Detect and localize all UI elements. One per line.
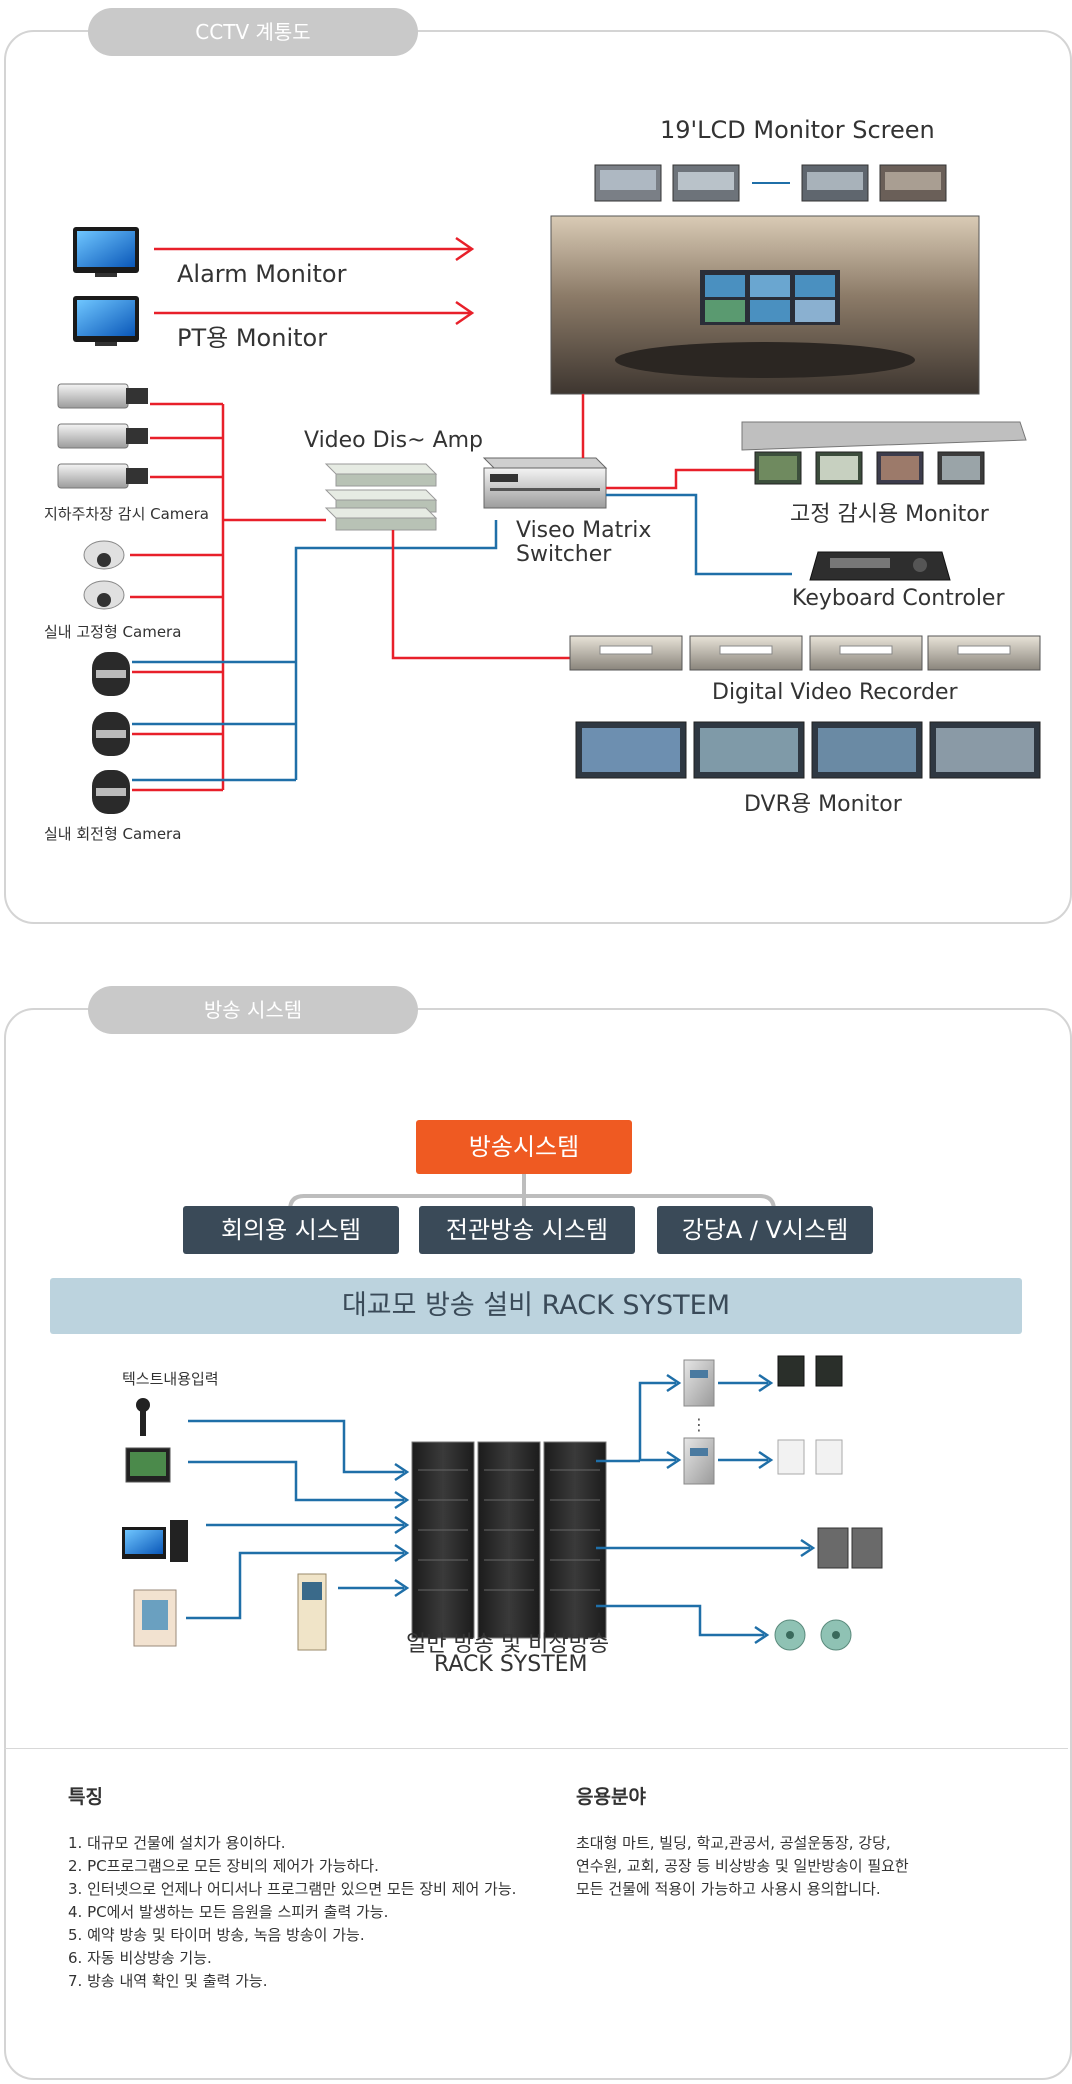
pt-monitor-icon bbox=[73, 296, 139, 346]
keyboard-controller-label: Keyboard Controler bbox=[792, 586, 1005, 611]
application-line: 초대형 마트, 빌딩, 학교,관공서, 공설운동장, 강당, bbox=[576, 1834, 891, 1852]
application-line: 모든 건물에 적용이 가능하고 사용시 용의합니다. bbox=[576, 1880, 881, 1898]
section-divider bbox=[4, 1748, 1068, 1749]
feature-item: 2. PC프로그램으로 모든 장비의 제어가 가능하다. bbox=[68, 1857, 379, 1875]
features-list: 1. 대규모 건물에 설치가 용이하다. 2. PC프로그램으로 모든 장비의 … bbox=[68, 1832, 516, 1993]
applications-title: 응용분야 bbox=[576, 1786, 646, 1808]
wall-panel-icon bbox=[133, 1589, 177, 1647]
rack-label-1: 일반 방송 및 비상방송 bbox=[406, 1632, 610, 1657]
touch-panel-icon bbox=[125, 1447, 171, 1483]
pc-icon bbox=[122, 1520, 188, 1562]
stand-console-icon bbox=[297, 1573, 327, 1651]
sub-system-meeting: 회의용 시스템 bbox=[183, 1206, 399, 1254]
thumbnail-strip bbox=[594, 164, 947, 202]
feature-item: 1. 대규모 건물에 설치가 용이하다. bbox=[68, 1834, 286, 1852]
fixed-monitor-label: 고정 감시용 Monitor bbox=[790, 502, 989, 527]
feature-item: 4. PC에서 발생하는 모든 음원을 스피커 출력 가능. bbox=[68, 1903, 389, 1921]
matrix-switcher-label-2: Switcher bbox=[516, 542, 612, 567]
speaker-icons bbox=[774, 1355, 883, 1651]
feature-item: 6. 자동 비상방송 기능. bbox=[68, 1949, 212, 1967]
input-arrows bbox=[186, 1419, 410, 1620]
parking-camera-label: 지하주차장 감시 Camera bbox=[44, 505, 210, 523]
output-amp-icons: ⋮ bbox=[683, 1359, 715, 1485]
broadcast-tab[interactable]: 방송 시스템 bbox=[88, 986, 418, 1034]
lcd-screen-label: 19'LCD Monitor Screen bbox=[660, 116, 935, 144]
alarm-monitor-icon bbox=[73, 227, 139, 277]
text-input-label: 텍스트내용입력 bbox=[122, 1370, 219, 1388]
rack-label-2: RACK SYSTEM bbox=[434, 1652, 588, 1677]
ptz-camera-icons bbox=[92, 652, 130, 814]
dvr-monitor-label: DVR용 Monitor bbox=[744, 792, 902, 817]
feature-item: 5. 예약 방송 및 타이머 방송, 녹음 방송이 가능. bbox=[68, 1926, 365, 1944]
matrix-links bbox=[581, 394, 792, 576]
rack-system-icon bbox=[411, 1441, 607, 1639]
parking-camera-icons bbox=[57, 383, 148, 489]
pt-monitor-label: PT용 Monitor bbox=[177, 324, 328, 352]
dome-camera-icons bbox=[83, 540, 125, 610]
dvr-label: Digital Video Recorder bbox=[712, 680, 958, 705]
control-room-image bbox=[550, 215, 980, 395]
dvr-monitors bbox=[575, 721, 1041, 779]
cctv-diagram bbox=[57, 164, 1041, 814]
video-amp-icon bbox=[324, 463, 438, 531]
camera-blue-bus bbox=[132, 520, 498, 782]
alarm-arrows bbox=[154, 236, 475, 326]
microphone-icon bbox=[136, 1398, 150, 1436]
fixed-monitor-bank-icon bbox=[741, 421, 1027, 485]
application-line: 연수원, 교회, 공장 등 비상방송 및 일반방송이 필요한 bbox=[576, 1857, 909, 1875]
camera-red-bus bbox=[130, 402, 326, 792]
indoor-rotating-camera-label: 실내 회전형 Camera bbox=[44, 825, 182, 843]
feature-item: 3. 인터넷으로 언제나 어디서나 프로그램만 있으면 모든 장비 제어 가능. bbox=[68, 1880, 517, 1898]
sub-system-auditorium: 강당A / V시스템 bbox=[657, 1206, 873, 1254]
svg-text:⋮: ⋮ bbox=[691, 1415, 707, 1434]
broadcast-main-box: 방송시스템 bbox=[416, 1120, 632, 1174]
video-amp-label: Video Dis~ Amp bbox=[304, 428, 484, 453]
alarm-monitor-label: Alarm Monitor bbox=[177, 260, 347, 288]
keyboard-controller-icon bbox=[809, 551, 951, 581]
cctv-tab[interactable]: CCTV 계통도 bbox=[88, 8, 418, 56]
features-title: 특징 bbox=[68, 1786, 103, 1808]
matrix-switcher-icon bbox=[482, 457, 608, 509]
indoor-fixed-camera-label: 실내 고정형 Camera bbox=[44, 623, 182, 641]
feature-item: 7. 방송 내역 확인 및 출력 가능. bbox=[68, 1972, 268, 1990]
output-arrows bbox=[596, 1373, 816, 1645]
applications-list: 초대형 마트, 빌딩, 학교,관공서, 공설운동장, 강당, 연수원, 교회, … bbox=[576, 1832, 909, 1901]
sub-system-all-building: 전관방송 시스템 bbox=[419, 1206, 635, 1254]
matrix-switcher-label-1: Viseo Matrix bbox=[516, 518, 652, 543]
dvr-units bbox=[569, 635, 1041, 671]
amp-links bbox=[391, 530, 570, 660]
rack-system-bar: 대교모 방송 설비 RACK SYSTEM bbox=[50, 1278, 1022, 1334]
